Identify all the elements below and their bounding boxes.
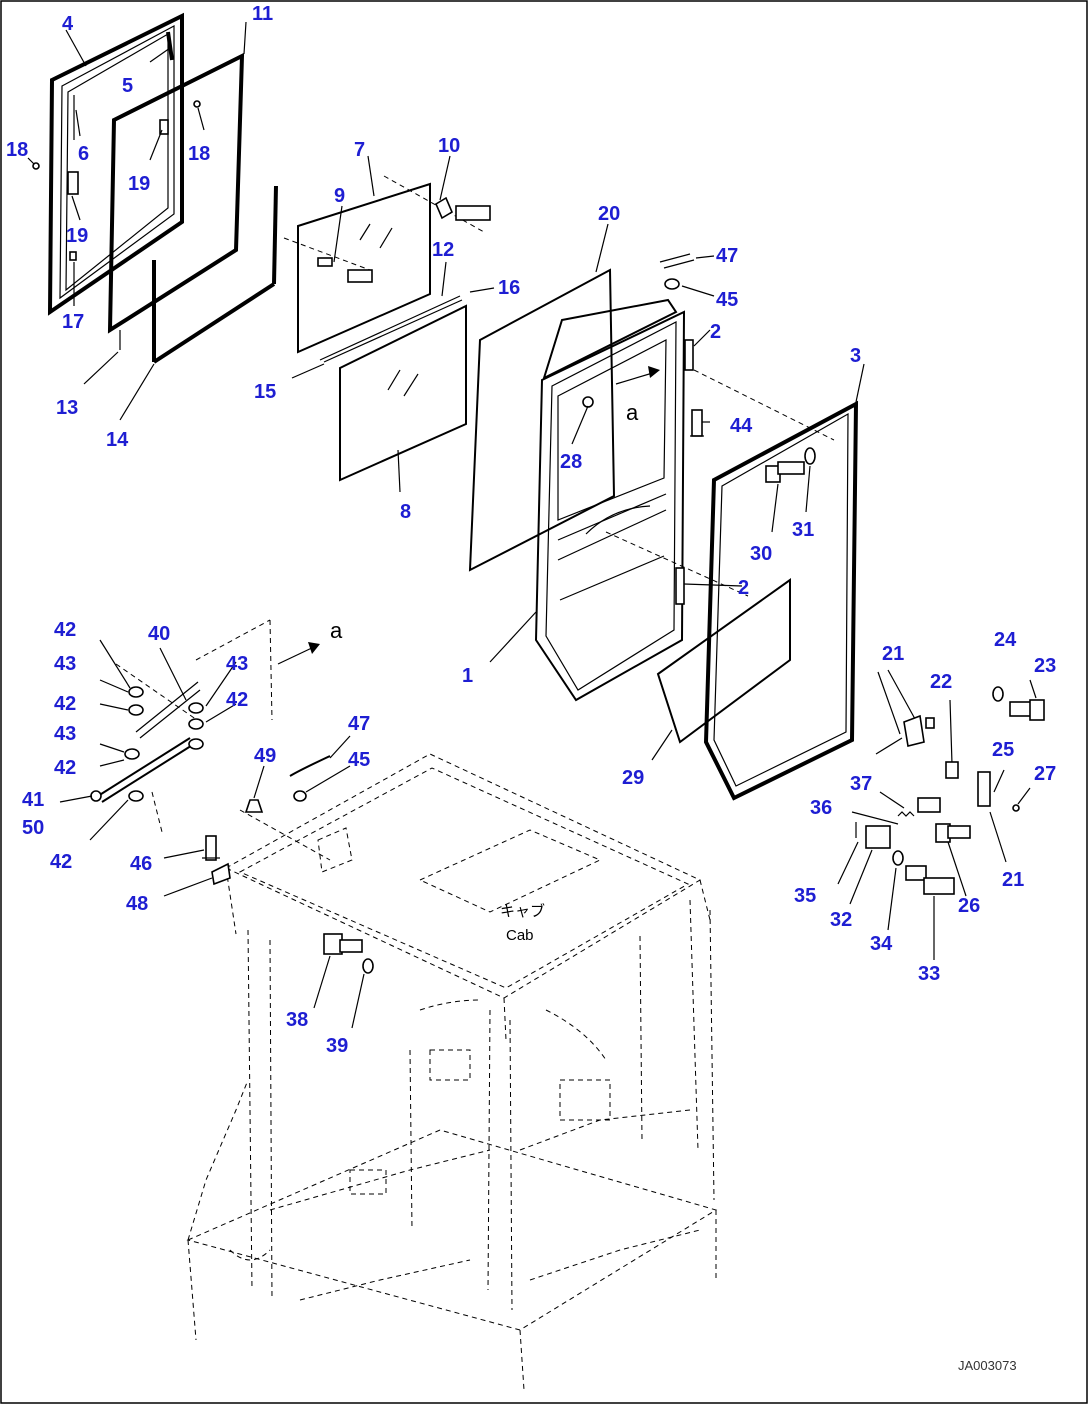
callout-33: 33 bbox=[918, 963, 940, 985]
view-marker-a-upper: a bbox=[626, 400, 639, 425]
callout-7: 7 bbox=[354, 139, 365, 161]
callout-6: 6 bbox=[78, 143, 89, 165]
callout-29: 29 bbox=[622, 767, 644, 789]
callout-43: 43 bbox=[226, 653, 248, 675]
callout-34: 34 bbox=[870, 933, 893, 955]
callout-18: 18 bbox=[188, 143, 210, 165]
drawing-id: JA003073 bbox=[958, 1358, 1017, 1373]
callout-41: 41 bbox=[22, 789, 44, 811]
callout-19: 19 bbox=[66, 225, 88, 247]
callout-12: 12 bbox=[432, 239, 454, 261]
callout-47: 47 bbox=[348, 713, 370, 735]
window-frame-outer-part-4 bbox=[47, 12, 184, 316]
callout-37: 37 bbox=[850, 773, 872, 795]
latch-assembly bbox=[837, 669, 1045, 960]
callout-13: 13 bbox=[56, 397, 78, 419]
callout-39: 39 bbox=[326, 1035, 348, 1057]
callout-11: 11 bbox=[252, 3, 273, 25]
callout-42: 42 bbox=[54, 693, 76, 715]
callout-30: 30 bbox=[750, 543, 772, 565]
callout-32: 32 bbox=[830, 909, 852, 931]
callout-35: 35 bbox=[794, 885, 816, 907]
callout-5: 5 bbox=[122, 75, 133, 97]
door-frame-assembly bbox=[489, 298, 835, 702]
window-frame-assembly bbox=[27, 12, 278, 421]
door-panel-assembly bbox=[651, 363, 865, 801]
callout-15: 15 bbox=[254, 381, 276, 403]
callout-48: 48 bbox=[126, 893, 148, 915]
window-seal-part-11 bbox=[107, 52, 245, 334]
stay-rod-assembly bbox=[59, 619, 320, 841]
callout-36: 36 bbox=[810, 797, 832, 819]
callout-44: 44 bbox=[730, 415, 753, 437]
callout-2: 2 bbox=[738, 577, 749, 599]
cab-roof bbox=[224, 753, 702, 999]
callout-45: 45 bbox=[348, 749, 370, 771]
cab-label-jp: キャブ bbox=[500, 902, 545, 920]
callout-1: 1 bbox=[462, 665, 473, 687]
callout-2: 2 bbox=[710, 321, 721, 343]
callout-19: 19 bbox=[128, 173, 150, 195]
upper-glass-part-7 bbox=[297, 182, 431, 354]
callout-28: 28 bbox=[560, 451, 582, 473]
callout-10: 10 bbox=[438, 135, 460, 157]
callout-40: 40 bbox=[148, 623, 170, 645]
callout-49: 49 bbox=[254, 745, 276, 767]
callout-24: 24 bbox=[994, 629, 1017, 651]
callout-42: 42 bbox=[226, 689, 248, 711]
cab-body bbox=[163, 735, 718, 1391]
callout-18: 18 bbox=[6, 139, 28, 161]
callout-47: 47 bbox=[716, 245, 738, 267]
callout-43: 43 bbox=[54, 723, 76, 745]
callout-3: 3 bbox=[850, 345, 861, 367]
top-right-small-parts bbox=[659, 253, 715, 297]
callout-4: 4 bbox=[62, 13, 74, 35]
lower-glass-part-8 bbox=[339, 304, 467, 482]
callout-42: 42 bbox=[54, 619, 76, 641]
door-window-part-29 bbox=[656, 578, 791, 744]
view-markers: a a bbox=[330, 400, 639, 643]
callout-26: 26 bbox=[958, 895, 980, 917]
lower-glass-assembly bbox=[291, 261, 495, 493]
callout-43: 43 bbox=[54, 653, 76, 675]
callout-50: 50 bbox=[22, 817, 44, 839]
view-marker-a-lower: a bbox=[330, 618, 343, 643]
callout-22: 22 bbox=[930, 671, 952, 693]
callout-21: 21 bbox=[1002, 869, 1024, 891]
callout-21: 21 bbox=[882, 643, 904, 665]
door-frame-part-1 bbox=[534, 310, 686, 702]
door-glass-part-20 bbox=[468, 268, 616, 572]
callout-23: 23 bbox=[1034, 655, 1056, 677]
callout-42: 42 bbox=[50, 851, 72, 873]
callout-9: 9 bbox=[334, 185, 345, 207]
callout-27: 27 bbox=[1034, 763, 1056, 785]
callout-31: 31 bbox=[792, 519, 814, 541]
callout-14: 14 bbox=[106, 429, 129, 451]
callout-38: 38 bbox=[286, 1009, 308, 1031]
callout-25: 25 bbox=[992, 739, 1014, 761]
upper-glass-assembly bbox=[283, 155, 491, 354]
callout-16: 16 bbox=[498, 277, 520, 299]
callout-17: 17 bbox=[62, 311, 84, 333]
cab-label-en: Cab bbox=[506, 927, 534, 944]
callout-20: 20 bbox=[598, 203, 620, 225]
door-glass-sheet bbox=[468, 223, 616, 572]
callout-46: 46 bbox=[130, 853, 152, 875]
callout-45: 45 bbox=[716, 289, 738, 311]
callout-42: 42 bbox=[54, 757, 76, 779]
callout-8: 8 bbox=[400, 501, 411, 523]
door-panel-part-3 bbox=[703, 400, 859, 801]
